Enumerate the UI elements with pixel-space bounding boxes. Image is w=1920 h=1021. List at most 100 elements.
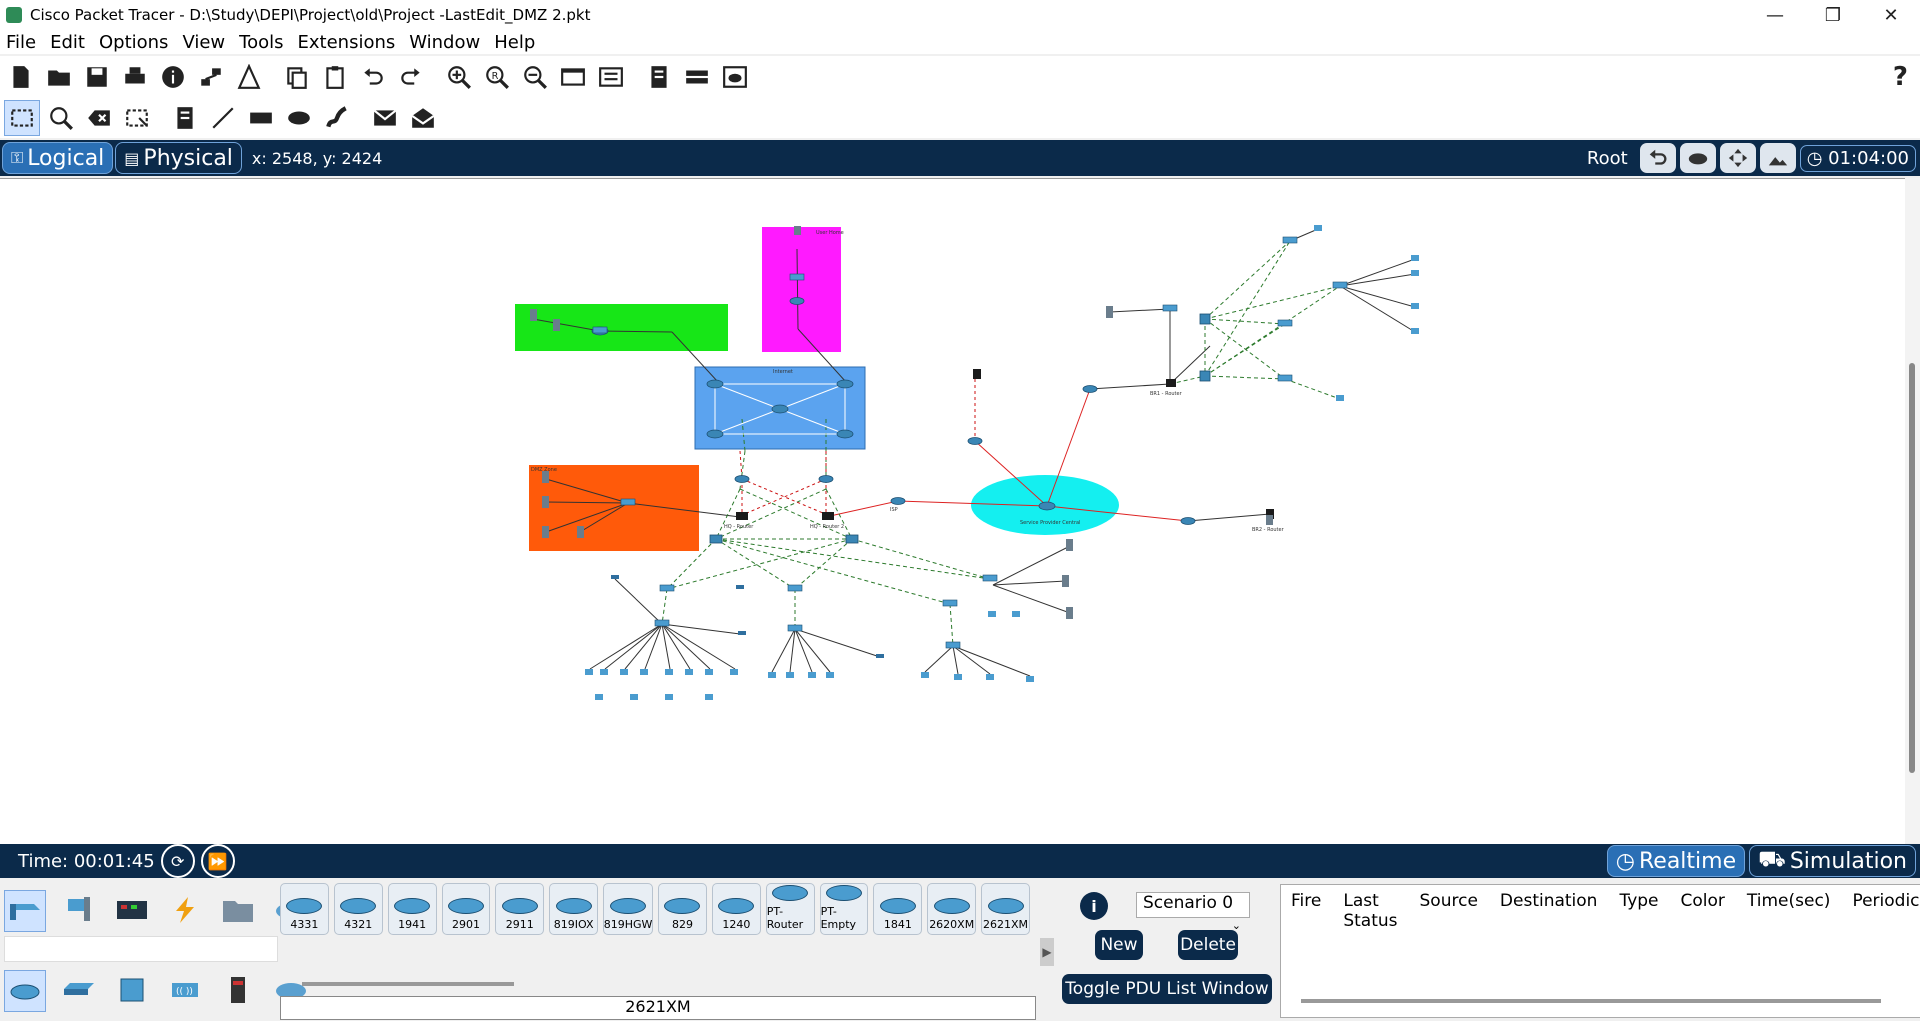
device-2911[interactable]: 2911 xyxy=(495,883,545,935)
copy-icon[interactable] xyxy=(280,60,314,94)
switches-subcategory-icon[interactable] xyxy=(59,970,99,1010)
components-category-icon[interactable] xyxy=(112,890,152,930)
viewport-clock[interactable]: ◷ 01:04:00 xyxy=(1799,144,1916,172)
custom-device-dialog-icon[interactable] xyxy=(594,60,628,94)
tab-logical[interactable]: ⚿ Logical xyxy=(2,142,114,174)
realtime-mode-button[interactable]: ◷ Realtime xyxy=(1606,845,1746,877)
zoom-out-icon[interactable] xyxy=(518,60,552,94)
scenario-select[interactable]: Scenario 0 ⌄ xyxy=(1136,892,1250,932)
move-object-icon[interactable] xyxy=(1719,143,1756,173)
access-point-icons[interactable] xyxy=(611,575,884,658)
miscellaneous-category-icon[interactable] xyxy=(218,890,258,930)
resize-shape-icon[interactable] xyxy=(120,101,154,135)
close-icon[interactable]: ✕ xyxy=(1883,4,1899,26)
firewall-icons[interactable] xyxy=(736,369,1274,520)
print-icon[interactable] xyxy=(118,60,152,94)
google-zone[interactable] xyxy=(515,304,728,351)
maximize-icon[interactable]: ❐ xyxy=(1824,4,1842,26)
network-info-icon[interactable] xyxy=(194,60,228,94)
device-829[interactable]: 829 xyxy=(658,883,707,935)
back-icon[interactable] xyxy=(1639,143,1676,173)
hq-router2-label: HQ - Router 2 xyxy=(810,524,844,530)
device-2901[interactable]: 2901 xyxy=(441,883,491,935)
workspace-vertical-scrollbar[interactable] xyxy=(1905,178,1920,843)
add-complex-pdu-icon[interactable] xyxy=(406,101,440,135)
routers-subcategory-icon[interactable] xyxy=(4,970,46,1012)
multilayer-switch-icons[interactable] xyxy=(709,313,1211,544)
menu-tools[interactable]: Tools xyxy=(239,31,284,53)
menu-window[interactable]: Window xyxy=(409,31,481,53)
toggle-pdu-list-button[interactable]: Toggle PDU List Window xyxy=(1062,974,1272,1004)
device-label: 4321 xyxy=(344,918,373,931)
menu-view[interactable]: View xyxy=(182,31,226,53)
delete-scenario-button[interactable]: Delete xyxy=(1178,930,1238,960)
draw-freeform-icon[interactable] xyxy=(320,101,354,135)
help-icon[interactable]: ? xyxy=(1892,62,1908,92)
draw-rectangle-icon[interactable] xyxy=(244,101,278,135)
network-devices-category-icon[interactable] xyxy=(4,890,46,932)
wan-emulation-subcategory-icon[interactable] xyxy=(271,970,311,1010)
minimize-icon[interactable]: — xyxy=(1766,4,1784,26)
cluster-cloud-icon[interactable] xyxy=(1679,143,1716,173)
add-simple-pdu-icon[interactable] xyxy=(368,101,402,135)
end-devices-category-icon[interactable] xyxy=(59,890,99,930)
device-4331[interactable]: 4331 xyxy=(280,883,329,935)
open-folder-icon[interactable] xyxy=(42,60,76,94)
power-cycle-icon[interactable]: ⟳ xyxy=(160,844,195,878)
scenario-info-icon[interactable]: i xyxy=(1080,892,1108,920)
device-1240[interactable]: 1240 xyxy=(711,883,761,935)
device-template-icon[interactable] xyxy=(680,60,714,94)
new-scenario-button[interactable]: New xyxy=(1095,930,1143,960)
server-icons[interactable] xyxy=(530,226,1273,619)
device-819hgw[interactable]: 819HGW xyxy=(603,883,654,935)
pc-icons[interactable] xyxy=(585,225,1419,700)
device-1941[interactable]: 1941 xyxy=(387,883,437,935)
redo-icon[interactable] xyxy=(394,60,428,94)
inspect-tool-icon[interactable] xyxy=(44,101,78,135)
device-label: 819HGW xyxy=(603,918,653,931)
menu-file[interactable]: File xyxy=(6,31,37,53)
device-pt-router[interactable]: PT-Router xyxy=(765,883,815,935)
pdu-table-scrollbar[interactable] xyxy=(1301,999,1881,1003)
delete-tool-icon[interactable] xyxy=(82,101,116,135)
draw-ellipse-icon[interactable] xyxy=(282,101,316,135)
device-2621xm[interactable]: 2621XM xyxy=(981,883,1030,935)
menu-options[interactable]: Options xyxy=(98,31,169,53)
new-file-icon[interactable] xyxy=(4,60,38,94)
magenta-zone[interactable] xyxy=(762,227,841,352)
device-819iox[interactable]: 819IOX xyxy=(549,883,599,935)
activity-wizard-icon[interactable] xyxy=(232,60,266,94)
switch-icons[interactable] xyxy=(592,236,1348,649)
device-4321[interactable]: 4321 xyxy=(333,883,383,935)
hubs-subcategory-icon[interactable] xyxy=(112,970,152,1010)
paste-icon[interactable] xyxy=(318,60,352,94)
save-icon[interactable] xyxy=(80,60,114,94)
menu-edit[interactable]: Edit xyxy=(50,31,85,53)
background-image-icon[interactable] xyxy=(1759,143,1796,173)
device-pt-empty[interactable]: PT-Empty xyxy=(819,883,869,935)
device-1841[interactable]: 1841 xyxy=(873,883,923,935)
tab-physical[interactable]: ▤ Physical xyxy=(115,142,242,174)
zoom-reset-icon[interactable]: R xyxy=(480,60,514,94)
scroll-thumb[interactable] xyxy=(1909,363,1915,773)
place-note-icon[interactable] xyxy=(168,101,202,135)
draw-line-icon[interactable] xyxy=(206,101,240,135)
fast-forward-icon[interactable]: ⏩ xyxy=(200,844,235,878)
device-2620xm[interactable]: 2620XM xyxy=(927,883,977,935)
undo-icon[interactable] xyxy=(356,60,390,94)
drawing-palette-icon[interactable] xyxy=(556,60,590,94)
device-list-scrollbar[interactable] xyxy=(302,982,514,986)
connections-category-icon[interactable] xyxy=(165,890,205,930)
logical-workspace[interactable]: User Home Internet DMZ Zone Service Prov… xyxy=(0,178,1905,845)
info-icon[interactable] xyxy=(156,60,190,94)
menu-help[interactable]: Help xyxy=(494,31,536,53)
security-subcategory-icon[interactable] xyxy=(218,970,258,1010)
wireless-subcategory-icon[interactable]: (( )) xyxy=(165,970,205,1010)
panel-collapse-icon[interactable]: ▶ xyxy=(1040,938,1054,966)
select-tool-icon[interactable] xyxy=(4,100,40,136)
cloud-window-icon[interactable] xyxy=(718,60,752,94)
menu-extensions[interactable]: Extensions xyxy=(297,31,396,53)
zoom-in-icon[interactable] xyxy=(442,60,476,94)
notes-icon[interactable] xyxy=(642,60,676,94)
simulation-mode-button[interactable]: ⛟ Simulation xyxy=(1749,845,1916,877)
